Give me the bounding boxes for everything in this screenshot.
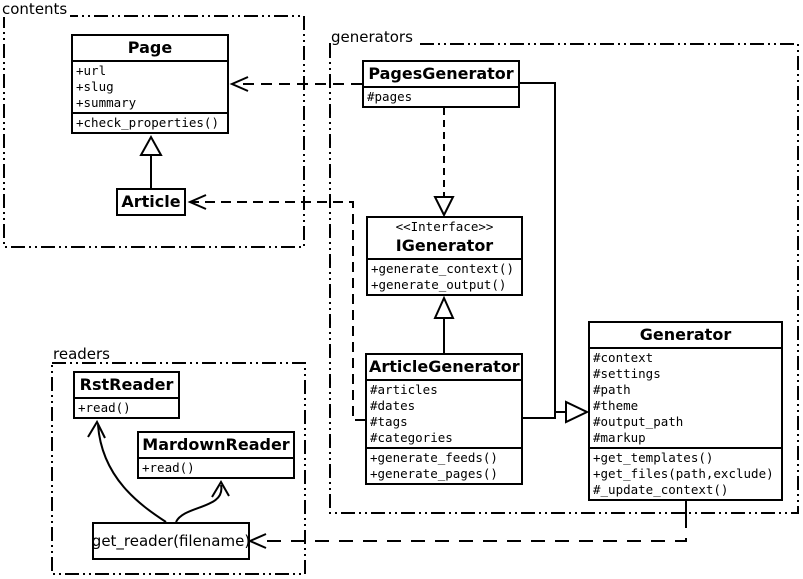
generalization-articlegenerator-to-igenerator <box>433 295 455 353</box>
class-page-title: Page <box>127 38 173 57</box>
attribute-pages: #pages <box>367 89 413 104</box>
class-page-attributes: +url +slug +summary <box>73 60 227 112</box>
class-pagesgenerator-title: PagesGenerator <box>368 64 514 83</box>
generalization-article-to-page <box>139 134 163 188</box>
method-generate-context: +generate_context() <box>371 261 514 276</box>
attribute-settings: #settings <box>593 366 661 381</box>
method-generate-output: +generate_output() <box>371 277 507 292</box>
interface-stereotype: <<Interface>> <box>395 219 494 234</box>
class-mardownreader-methods: +read() <box>139 457 293 477</box>
class-articlegenerator-attributes: #articles #dates #tags #categories <box>367 379 521 447</box>
function-get-reader-label: get_reader(filename) <box>91 532 251 550</box>
arrow-getreader-to-mardownreader <box>175 480 230 523</box>
class-mardownreader: MardownReader +read() <box>137 431 295 479</box>
class-generator-methods: +get_templates() +get_files(path,exclude… <box>590 447 781 499</box>
class-rstreader-methods: +read() <box>75 397 178 417</box>
class-rstreader: RstReader +read() <box>73 371 180 419</box>
package-frame-generators <box>329 43 799 514</box>
class-article: Article <box>116 188 186 216</box>
method-read: +read() <box>142 460 195 475</box>
class-article-title: Article <box>121 192 181 211</box>
attribute-context: #context <box>593 350 654 365</box>
attribute-dates: #dates <box>370 398 416 413</box>
class-page-methods: +check_properties() <box>73 112 227 132</box>
class-articlegenerator-methods: +generate_feeds() +generate_pages() <box>367 447 521 483</box>
interface-igenerator-methods: +generate_context() +generate_output() <box>368 258 521 294</box>
attribute-slug: +slug <box>76 79 114 94</box>
attribute-tags: #tags <box>370 414 408 429</box>
package-label-contents: contents <box>2 1 71 17</box>
method-read: +read() <box>78 400 131 415</box>
dependency-pagesgenerator-to-page <box>229 76 362 92</box>
dependency-generator-to-getreader <box>247 501 687 549</box>
method-get-files: +get_files(path,exclude) <box>593 466 774 481</box>
class-pagesgenerator-attributes: #pages <box>364 86 518 106</box>
method-update-context: #_update_context() <box>593 482 729 497</box>
attribute-path: #path <box>593 382 631 397</box>
dependency-articlegenerator-to-article <box>187 194 365 421</box>
function-get-reader: get_reader(filename) <box>92 522 250 560</box>
attribute-articles: #articles <box>370 382 438 397</box>
class-articlegenerator: ArticleGenerator #articles #dates #tags … <box>365 353 523 485</box>
package-label-generators: generators <box>331 29 416 45</box>
generalization-generators-to-generator <box>520 82 590 424</box>
method-get-templates: +get_templates() <box>593 450 714 465</box>
interface-igenerator: <<Interface>> IGenerator +generate_conte… <box>366 216 523 296</box>
interface-igenerator-header: <<Interface>> IGenerator <box>368 218 521 258</box>
class-articlegenerator-title: ArticleGenerator <box>369 357 520 376</box>
package-label-readers: readers <box>53 346 113 362</box>
attribute-theme: #theme <box>593 398 639 413</box>
attribute-categories: #categories <box>370 430 453 445</box>
class-rstreader-title: RstReader <box>79 375 174 394</box>
arrow-getreader-to-rstreader <box>87 419 167 523</box>
class-generator-title: Generator <box>639 325 732 344</box>
class-generator-attributes: #context #settings #path #theme #output_… <box>590 347 781 447</box>
attribute-markup: #markup <box>593 430 646 445</box>
method-generate-pages: +generate_pages() <box>370 466 498 481</box>
class-generator: Generator #context #settings #path #them… <box>588 321 783 501</box>
method-generate-feeds: +generate_feeds() <box>370 450 498 465</box>
class-pagesgenerator: PagesGenerator #pages <box>362 60 520 108</box>
class-mardownreader-title: MardownReader <box>142 435 290 454</box>
attribute-summary: +summary <box>76 95 137 110</box>
attribute-url: +url <box>76 63 107 78</box>
attribute-output-path: #output_path <box>593 414 684 429</box>
realization-pagesgenerator-to-igenerator <box>433 108 455 218</box>
package-frame-readers <box>51 362 306 575</box>
interface-igenerator-title: IGenerator <box>395 236 494 255</box>
package-frame-contents <box>3 15 305 248</box>
class-page: Page +url +slug +summary +check_properti… <box>71 34 229 134</box>
method-check-properties: +check_properties() <box>76 115 219 130</box>
